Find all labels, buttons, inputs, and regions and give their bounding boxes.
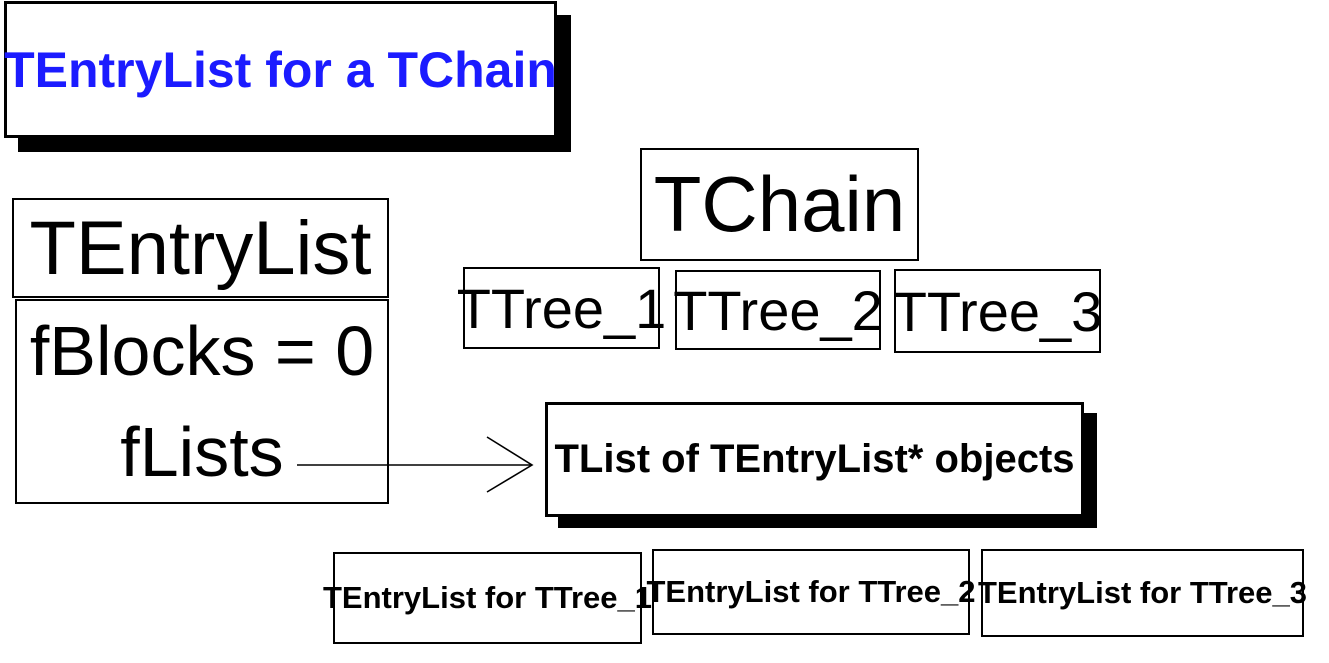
tentrylist-class-name: TEntryList (29, 205, 372, 291)
tlist-label: TList of TEntryList* objects (554, 437, 1075, 481)
diagram-title-box: TEntryList for a TChain (4, 1, 557, 138)
tentrylist-for-ttree-2-label: TEntryList for TTree_2 (646, 574, 976, 609)
ttree-2-box: TTree_2 (673, 270, 883, 350)
attribute-fblocks-label: fBlocks = 0 (29, 312, 375, 391)
attribute-fblocks: fBlocks = 0 (17, 301, 387, 402)
tentrylist-attributes-box: fBlocks = 0 fLists (15, 299, 389, 504)
tentrylist-for-ttree-2-box: TEntryList for TTree_2 (646, 549, 976, 635)
tentrylist-for-ttree-1-box: TEntryList for TTree_1 (323, 552, 652, 644)
ttree-3-label: TTree_3 (892, 279, 1103, 343)
tlist-box: TList of TEntryList* objects (545, 402, 1084, 517)
tentrylist-for-ttree-1-label: TEntryList for TTree_1 (322, 580, 653, 615)
ttree-3-box: TTree_3 (892, 269, 1103, 353)
ttree-1-box: TTree_1 (457, 267, 666, 349)
tentrylist-class-box: TEntryList (12, 198, 389, 298)
attribute-flists-label: fLists (120, 412, 284, 491)
flists-pointer-arrow-icon (297, 436, 534, 493)
tchain-label: TChain (653, 160, 906, 248)
ttree-2-label: TTree_2 (673, 278, 883, 342)
ttree-1-label: TTree_1 (456, 276, 667, 340)
attribute-flists: fLists (17, 402, 387, 503)
tentrylist-for-ttree-3-box: TEntryList for TTree_3 (977, 549, 1308, 637)
tentrylist-for-ttree-3-label: TEntryList for TTree_3 (977, 575, 1308, 610)
diagram-title: TEntryList for a TChain (4, 41, 557, 98)
tchain-box: TChain (640, 148, 919, 261)
